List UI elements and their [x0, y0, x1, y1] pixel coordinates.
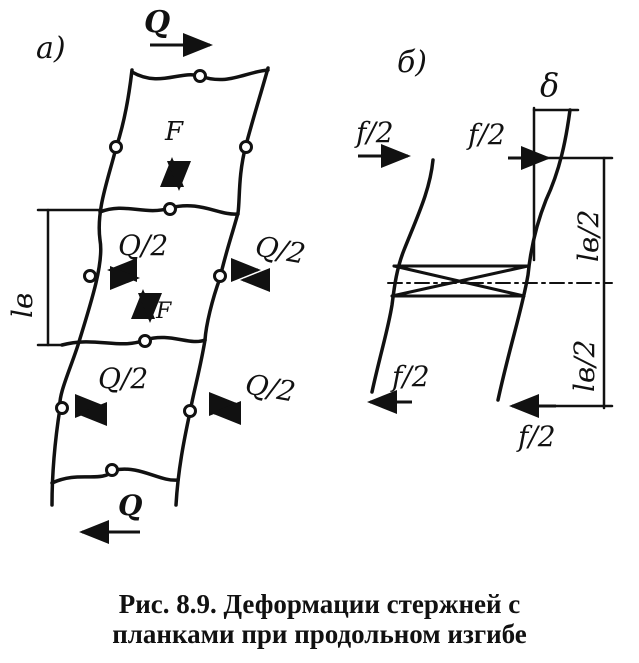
q-half-label-4: Q/2	[243, 367, 298, 408]
left-chord-b	[370, 158, 435, 394]
f-half-label-2: f/2	[466, 118, 506, 151]
panel-a	[36, 66, 270, 507]
delta-label: δ	[540, 66, 559, 104]
caption-line-1: Рис. 8.9. Деформации стержней с	[118, 589, 521, 619]
f-half-label-1: f/2	[354, 116, 394, 149]
q-half-label-3: Q/2	[98, 362, 148, 395]
f-lower-label: F	[155, 299, 172, 324]
batten-b	[390, 264, 530, 298]
caption-line-2: планками при продольном изгибе	[112, 619, 527, 649]
q-half-label-2: Q/2	[253, 229, 308, 270]
q-top-label: Q	[144, 5, 170, 40]
panel-b-tag: б)	[397, 45, 427, 80]
q-bottom-label: Q	[118, 489, 142, 522]
panel-a-tag: а)	[36, 31, 66, 66]
panel-a-arrows	[75, 33, 270, 544]
left-chord	[50, 68, 134, 507]
dimension-delta	[532, 106, 580, 262]
f-half-label-3: f/2	[390, 360, 430, 393]
f-half-label-4: f/2	[516, 420, 556, 453]
hinges	[55, 69, 253, 477]
lb-label: lв	[6, 293, 39, 318]
right-chord	[174, 66, 270, 507]
right-chord-b	[496, 108, 572, 402]
f-upper-label: F	[164, 117, 184, 147]
lb-half-label-1: lв/2	[572, 210, 605, 263]
q-half-label-1: Q/2	[118, 229, 168, 262]
lb-half-label-2: lв/2	[568, 340, 601, 393]
dimension-lb	[36, 208, 102, 347]
panel-b	[370, 106, 614, 410]
batten-lower	[60, 335, 207, 347]
panel-b-arrows	[358, 144, 556, 418]
